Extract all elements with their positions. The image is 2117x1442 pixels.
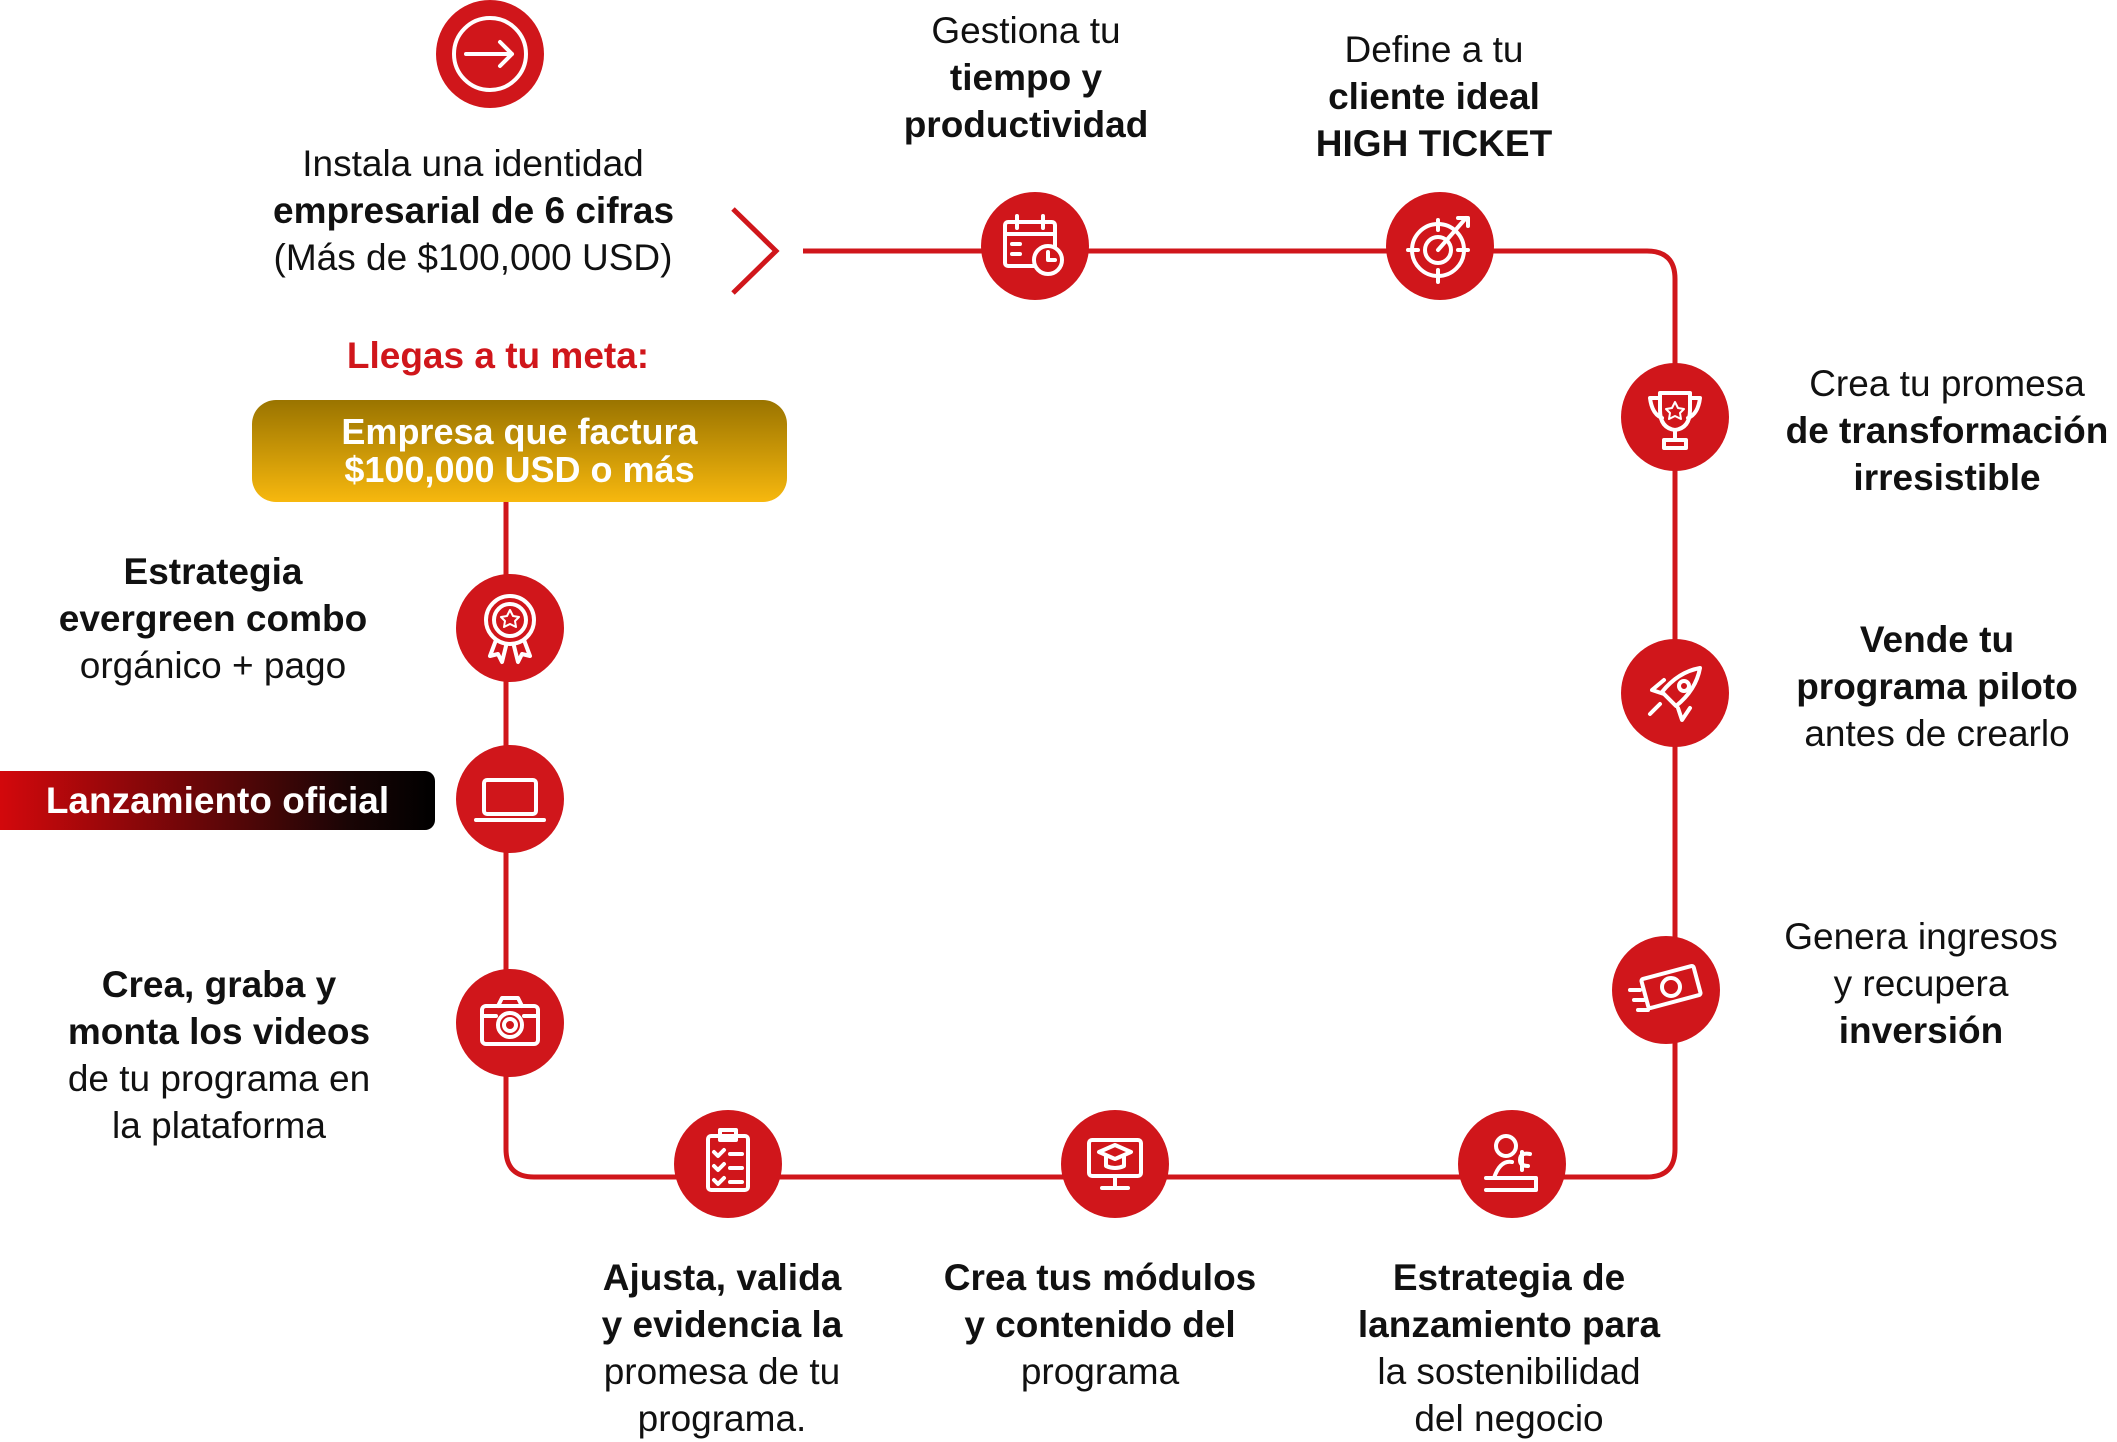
step-line: monta los videos xyxy=(67,1011,371,1052)
step-node xyxy=(674,1110,782,1218)
step-genera: Genera ingresos y recupera inversión xyxy=(1721,913,2117,1054)
step-line: Gestiona tu xyxy=(931,10,1121,51)
step-node xyxy=(1061,1110,1169,1218)
step-vende: Vende tu programa piloto antes de crearl… xyxy=(1737,616,2117,757)
goal-box-line-1: Empresa que factura xyxy=(341,411,698,452)
step-line: lanzamiento para xyxy=(1357,1304,1661,1345)
calendar-clock-icon xyxy=(1003,214,1064,276)
step-line: Estrategia xyxy=(123,551,303,592)
laptop-icon xyxy=(474,778,546,822)
step-line: Genera ingresos xyxy=(1784,916,2058,957)
monitor-graduation-icon xyxy=(1087,1138,1143,1190)
clipboard-check-icon xyxy=(706,1128,750,1192)
start-text: Instala una identidad empresarial de 6 c… xyxy=(273,140,675,281)
step-line: Crea, graba y xyxy=(101,964,337,1005)
step-line: de transformación xyxy=(1785,410,2109,451)
camera-icon xyxy=(480,996,540,1046)
step-promesa: Crea tu promesa de transformación irresi… xyxy=(1717,360,2117,501)
step-node xyxy=(1612,936,1720,1044)
hand-money-icon xyxy=(1484,1134,1538,1192)
goal-box-line-2: $100,000 USD o más xyxy=(344,449,695,490)
step-line: y contenido del xyxy=(964,1304,1236,1345)
step-line: de tu programa en xyxy=(67,1058,371,1099)
step-line: la sostenibilidad xyxy=(1377,1351,1641,1392)
money-icon xyxy=(1628,963,1703,1012)
chevron-right-icon xyxy=(731,207,780,295)
step-node xyxy=(456,745,564,853)
step-line: promesa de tu xyxy=(603,1351,841,1392)
step-videos: Crea, graba y monta los videos de tu pro… xyxy=(19,961,419,1149)
roadmap-path xyxy=(503,248,1678,1180)
rocket-icon xyxy=(1648,666,1702,722)
step-line: Define a tu xyxy=(1344,29,1524,70)
step-line: cliente ideal xyxy=(1328,76,1540,117)
step-line: la plataforma xyxy=(112,1105,326,1146)
step-node xyxy=(456,574,564,682)
step-line: Crea tus módulos xyxy=(943,1257,1257,1298)
step-line: tiempo y xyxy=(949,57,1103,98)
step-node xyxy=(456,969,564,1077)
step-ajusta: Ajusta, valida y evidencia la promesa de… xyxy=(522,1254,922,1442)
step-line: Ajusta, valida xyxy=(602,1257,842,1298)
step-line: y evidencia la xyxy=(601,1304,843,1345)
step-line: programa piloto xyxy=(1796,666,2078,707)
step-line: productividad xyxy=(903,104,1149,145)
step-define: Define a tu cliente ideal HIGH TICKET xyxy=(1234,26,1634,167)
step-line: evergreen combo xyxy=(58,598,368,639)
step-node xyxy=(1621,639,1729,747)
step-node xyxy=(1458,1110,1566,1218)
step-line: orgánico + pago xyxy=(79,645,347,686)
launch-badge: Lanzamiento oficial xyxy=(0,771,435,830)
step-line: Vende tu xyxy=(1859,619,2015,660)
step-line: Crea tu promesa xyxy=(1809,363,2085,404)
arrow-right-icon xyxy=(452,16,528,92)
step-line: programa. xyxy=(637,1398,807,1439)
step-line: del negocio xyxy=(1414,1398,1604,1439)
goal-box: Empresa que factura $100,000 USD o más xyxy=(252,400,787,502)
trophy-icon xyxy=(1648,391,1702,450)
award-badge-icon xyxy=(484,594,536,664)
step-modulos: Crea tus módulos y contenido del program… xyxy=(900,1254,1300,1395)
start-line-1: Instala una identidad xyxy=(302,143,644,184)
step-estrategia-lanzamiento: Estrategia de lanzamiento para la sosten… xyxy=(1309,1254,1709,1442)
goal-label: Llegas a tu meta: xyxy=(346,335,650,376)
target-arrow-icon xyxy=(1406,216,1470,284)
start-line-2: empresarial de 6 cifras xyxy=(273,190,675,231)
step-line: Estrategia de xyxy=(1392,1257,1626,1298)
step-line: programa xyxy=(1020,1351,1180,1392)
step-line: irresistible xyxy=(1853,457,2041,498)
step-gestiona: Gestiona tu tiempo y productividad xyxy=(826,7,1226,148)
step-line: inversión xyxy=(1838,1010,2004,1051)
step-line: antes de crearlo xyxy=(1804,713,2070,754)
start-line-3: (Más de $100,000 USD) xyxy=(273,237,673,278)
step-line: HIGH TICKET xyxy=(1315,123,1553,164)
step-node xyxy=(981,192,1089,300)
step-line: y recupera xyxy=(1833,963,2009,1004)
step-evergreen: Estrategia evergreen combo orgánico + pa… xyxy=(13,548,413,689)
